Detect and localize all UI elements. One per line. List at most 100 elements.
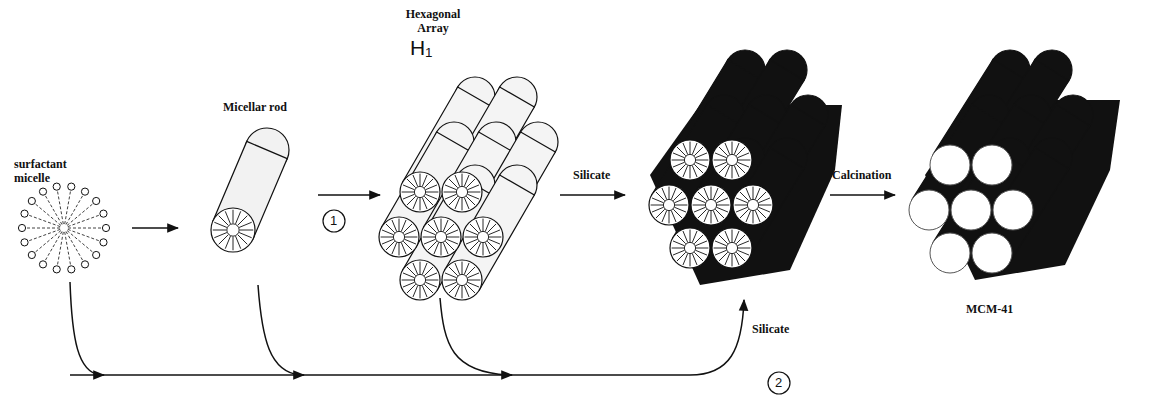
surfactant-tail [715,250,726,255]
surfactant-tail [470,241,479,250]
surfactant-tail [441,219,442,231]
surfactant-tail [487,224,496,233]
surfactant-tail [736,252,745,261]
surfactant-tail [694,147,703,156]
surfactant-tail [57,191,63,224]
surfactant-tail [424,284,433,293]
micelle-core [227,224,239,236]
pore [972,233,1012,273]
surfactant-tail [464,263,469,274]
surfactant-tail [424,267,433,276]
surfactant-tail [719,252,728,261]
surfactant-tail [422,263,427,274]
surfactant-tail [713,211,718,222]
surfactant-tail [757,209,766,218]
surfactant-tail [677,252,686,261]
surfactant-tail [694,198,705,203]
surfactant-tail [736,198,747,203]
silica-wall [650,105,842,285]
surfactant-tail [725,143,730,154]
silicate-composite [649,50,842,285]
surfactant-tail [485,243,490,254]
step-label: Silicate [573,169,610,183]
surfactant-tail [753,211,754,223]
surfactant-tail [677,164,686,173]
surfactant-tail [403,282,414,287]
surfactant-tail [696,160,708,161]
surfactant-tail [736,235,745,244]
micellar-rod [211,128,289,252]
surfactant-tail [746,188,751,199]
surfactant-tail [420,174,421,186]
surfactant-tail [698,192,707,201]
micelle-end [733,185,773,225]
micelle-core [456,186,467,197]
surfactant-tail [57,232,63,265]
surfactant-tail [66,195,83,224]
surfactant-tail [401,220,406,231]
surfactant-tail [403,224,412,233]
surfactant-tail [675,205,687,206]
surfactant-tail [711,211,712,223]
hexagonal-array [379,77,558,300]
surfactant-tail [68,228,102,229]
surfactant-tail [669,211,670,223]
surfactant-tail [725,231,730,242]
surfactant-tail [468,273,479,278]
surfactant-tail [239,233,252,238]
surfactant-head [28,251,35,258]
surfactant-tail [239,222,252,227]
surfactant-tail [426,273,437,278]
surfactant-tail [464,286,469,297]
surfactant-tail [219,235,229,245]
pore [930,145,970,185]
surfactant-tail [213,230,227,231]
surfactant-tail [662,188,667,199]
micelle-end [400,172,440,212]
surfactant-tail [734,143,739,154]
pore [993,190,1033,230]
surfactant-tail [67,204,93,226]
surfactant-tail [449,284,458,293]
surfactant-tail [466,239,477,244]
surfactant-tail [683,231,688,242]
surfactant-tail [698,209,707,218]
surfactant-tail [455,175,460,186]
surfactant-tail [717,205,729,206]
surfactant-tail [464,175,469,186]
surfactant-tail [466,267,475,276]
micelle-core [393,231,404,242]
surfactant-tail [45,231,62,260]
surfactant-head [81,188,88,195]
surfactant-tail [489,237,501,238]
surfactant-tail [413,286,418,297]
surfactant-head [100,210,107,217]
surfactant-tail [675,207,686,212]
array-label: Hexagonal Array [398,8,468,36]
surfactant-tail [445,241,454,250]
surfactant-tail [449,179,458,188]
surfactant-tail [382,230,393,235]
surfactant-tail [468,185,479,190]
surfactant-tail [746,211,751,222]
surfactant-head [68,266,75,273]
surfactant-tail [675,198,686,203]
surfactant-tail [696,241,707,246]
surfactant-tail [725,254,730,265]
mcm41-structure [909,50,1120,280]
surfactant-tail [693,205,705,206]
surfactant-tail [713,188,718,199]
micelle-end [379,217,419,257]
surfactant-tail [428,241,437,250]
surfactant-tail [426,185,437,190]
surfactant-tail [692,254,697,265]
surfactant-tail [399,243,400,255]
surfactant-tail [464,198,469,209]
micelle-core [435,231,446,242]
surfactant-head [21,210,28,217]
surfactant-tail [704,211,709,222]
micelle-end [442,260,482,300]
surfactant-tail [690,166,691,178]
pore [972,145,1012,185]
surfactant-head [53,266,60,273]
